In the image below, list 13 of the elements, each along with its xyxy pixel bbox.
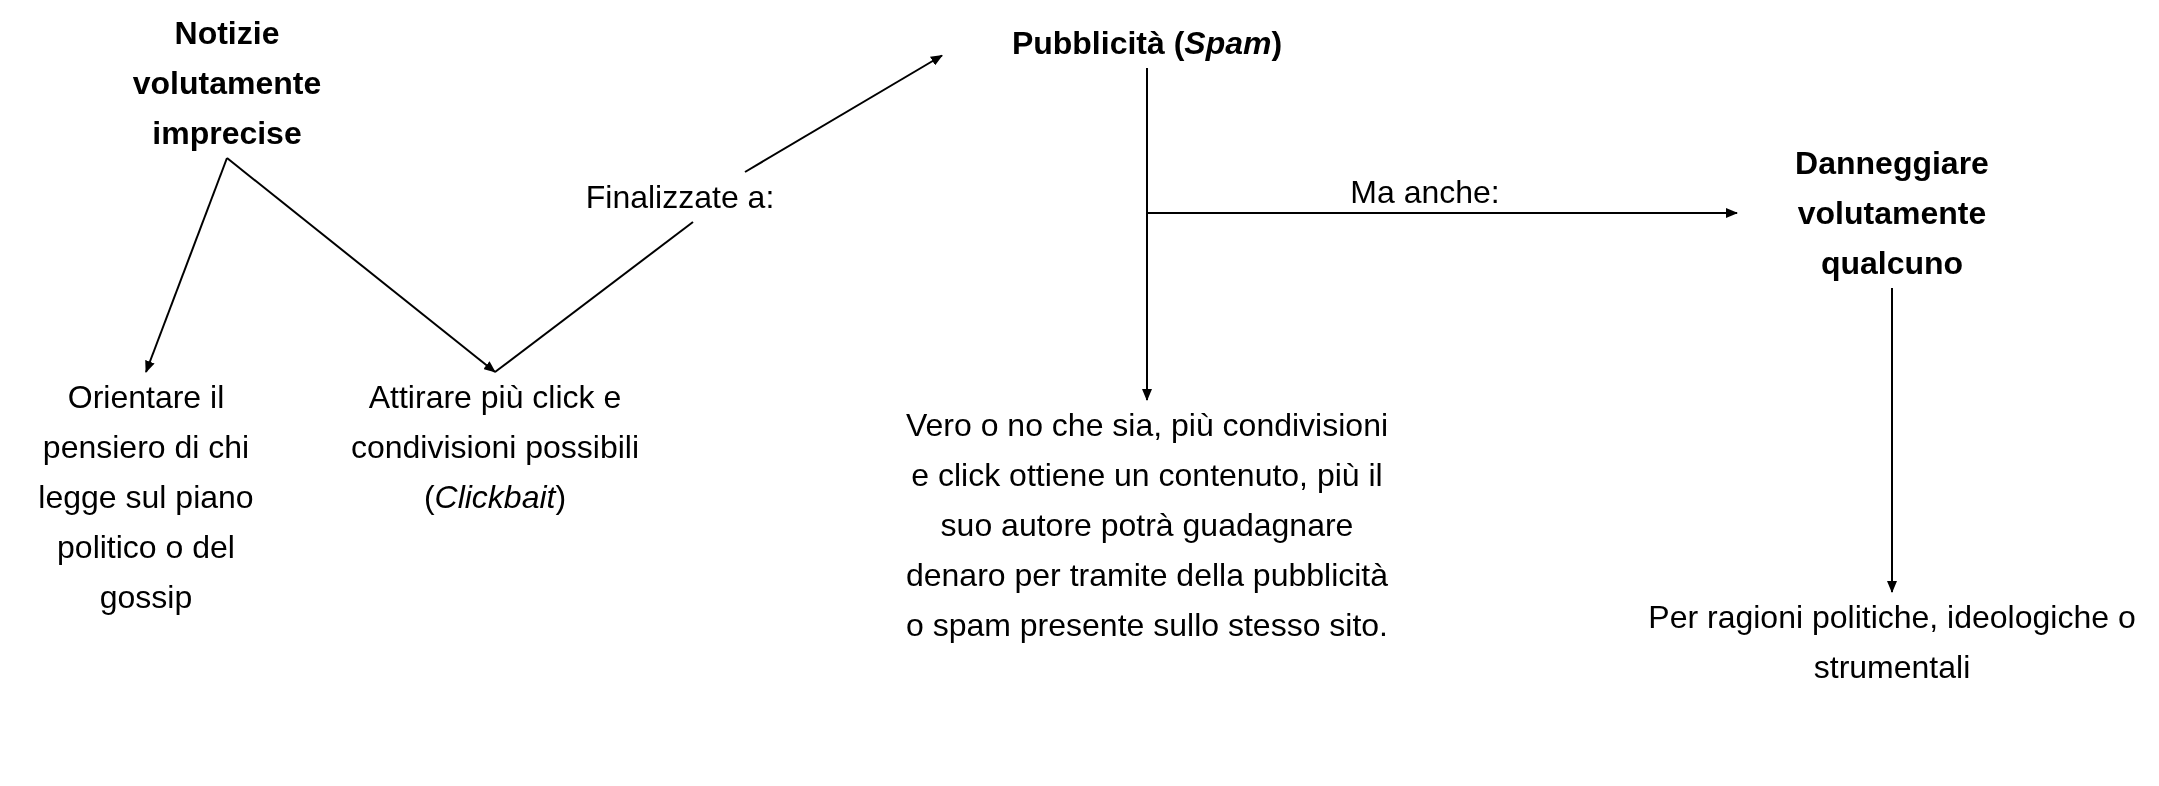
branch-text: Attirare più click e condivisioni possibili (Clickbait): [300, 372, 690, 522]
arrow: [226, 157, 496, 373]
arrow: [1146, 67, 1738, 218]
heading-text: Pubblicità (Spam): [942, 18, 1352, 68]
branch-text: Orientare il pensiero di chi legge sul piano politico o del gossip: [8, 372, 284, 622]
description-text: Vero o no che sia, più condivisioni e click ottiene un contenuto, più il suo autore potrà guadagnare denaro per tramite della pubblicità o spam presente sullo stesso sito.: [897, 400, 1397, 650]
arrow: [1887, 287, 1897, 593]
arrow: [744, 54, 943, 173]
connector-text: Finalizzate a:: [550, 172, 810, 222]
description-text: Per ragioni politiche, ideologiche o strumentali: [1637, 592, 2147, 692]
heading-text: Notizie volutamente imprecise: [92, 8, 362, 158]
heading-text: Danneggiare volutamente qualcuno: [1737, 138, 2047, 288]
arrow: [145, 157, 228, 373]
